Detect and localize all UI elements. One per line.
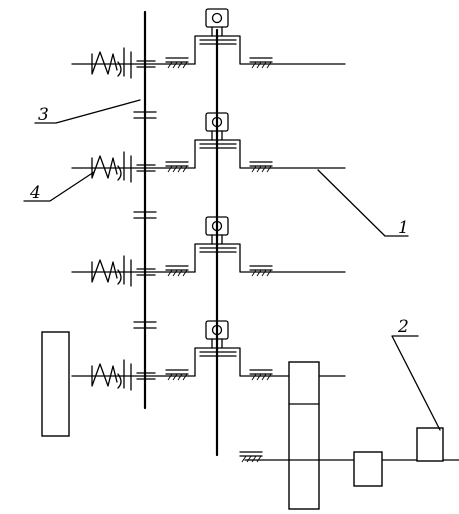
- leader-1: [317, 169, 409, 237]
- stage-2: [72, 113, 345, 182]
- label-2: 2: [397, 317, 409, 337]
- stage-3: [72, 217, 345, 286]
- stage-1: [72, 9, 345, 78]
- leader-2: [391, 335, 441, 431]
- drive-drum: [288, 361, 320, 510]
- leader-4: [23, 171, 95, 202]
- coupling-box: [353, 451, 383, 487]
- flywheel: [41, 331, 70, 437]
- label-3: 3: [38, 105, 49, 125]
- shaft-gears: [133, 111, 157, 329]
- label-4: 4: [29, 183, 41, 203]
- leader-3: [34, 99, 141, 124]
- motor-box: [416, 427, 444, 462]
- label-1: 1: [398, 218, 409, 238]
